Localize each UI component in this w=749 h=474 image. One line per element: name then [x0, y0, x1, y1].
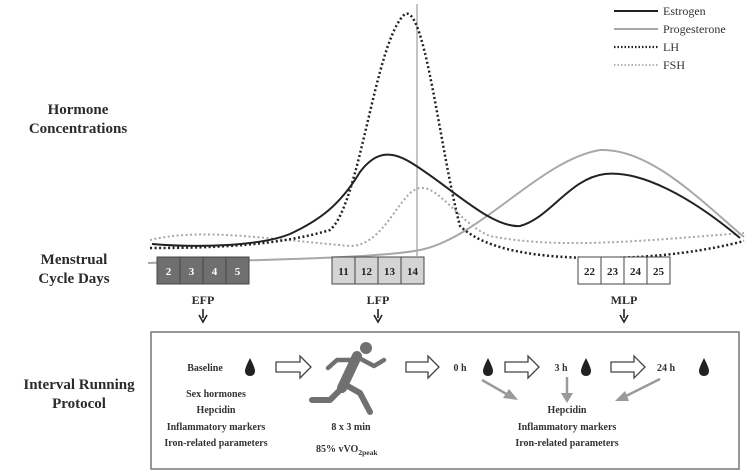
cycle-label-line1: Menstrual	[41, 252, 108, 268]
baseline-item: Inflammatory markers	[167, 422, 266, 433]
day-number: 22	[584, 266, 596, 278]
hormone-label-line1: Hormone	[48, 102, 109, 118]
day-number: 4	[212, 266, 218, 278]
arrow-head-icon	[561, 393, 573, 403]
post-item: Iron-related parameters	[515, 438, 618, 449]
hollow-arrow-icon	[504, 354, 540, 380]
day-number: 14	[407, 266, 419, 278]
hormone-label-line2: Concentrations	[29, 121, 127, 137]
timepoint-24h: 24 h	[657, 363, 676, 374]
protocol-box	[150, 331, 740, 470]
day-box	[400, 256, 425, 285]
day-number: 23	[607, 266, 619, 278]
arrow-head-icon	[503, 389, 518, 400]
legend-label-lh: LH	[663, 40, 679, 54]
baseline-item: Hepcidin	[197, 405, 236, 416]
exercise-intensity-main: 85% vVO	[316, 444, 359, 455]
arrow-head-icon	[615, 391, 629, 401]
day-number: 13	[384, 266, 396, 278]
estrogen-curve	[151, 153, 741, 247]
day-number: 11	[338, 266, 348, 278]
phase-label: LFP	[367, 293, 390, 307]
day-number: 2	[166, 266, 172, 278]
protocol-label-line1: Interval Running	[23, 377, 135, 393]
baseline-label: Baseline	[187, 363, 223, 374]
down-arrow-icon	[198, 314, 208, 324]
blood-drop-icon	[245, 358, 255, 376]
day-number: 12	[361, 266, 373, 278]
hollow-arrow-icon	[275, 354, 312, 380]
exercise-intensity-sub: 2peak	[358, 448, 378, 457]
day-number: 24	[630, 266, 642, 278]
day-number: 3	[189, 266, 195, 278]
day-box	[646, 256, 671, 285]
legend-label-fsh: FSH	[663, 58, 685, 72]
hollow-arrow-icon	[610, 354, 646, 380]
legend-label-estrogen: Estrogen	[663, 4, 706, 18]
convergence-arrows	[481, 377, 661, 403]
arrow-24h-to-markers	[623, 377, 661, 399]
timepoint-3h: 3 h	[554, 363, 568, 374]
day-number: 25	[653, 266, 665, 278]
lh-curve	[149, 12, 745, 260]
fsh-curve	[149, 186, 745, 248]
legend-label-progesterone: Progesterone	[663, 22, 726, 36]
runner-icon	[309, 342, 387, 415]
day-box	[225, 256, 250, 285]
phase-label: EFP	[192, 293, 215, 307]
blood-drop-icon	[483, 358, 493, 376]
post-item: Hepcidin	[548, 405, 587, 416]
blood-drop-icon	[699, 358, 709, 376]
arrow-0h-to-markers	[481, 378, 511, 398]
phase-label: MLP	[611, 293, 638, 307]
day-number: 5	[235, 266, 241, 278]
post-item: Inflammatory markers	[518, 422, 617, 433]
exercise-sets: 8 x 3 min	[331, 422, 371, 433]
exercise-intensity: 85% vVO2peak	[316, 444, 378, 457]
protocol-label-line2: Protocol	[52, 396, 106, 412]
down-arrow-icon	[619, 314, 629, 324]
down-arrow-icon	[373, 314, 383, 324]
hollow-arrow-icon	[405, 354, 440, 380]
blood-drop-icon	[581, 358, 591, 376]
timepoint-0h: 0 h	[453, 363, 467, 374]
legend: Estrogen Progesterone LH FSH	[614, 4, 726, 72]
baseline-item: Iron-related parameters	[164, 438, 267, 449]
cycle-label-line2: Cycle Days	[38, 271, 109, 287]
baseline-item: Sex hormones	[186, 389, 246, 400]
progesterone-curve	[147, 148, 745, 264]
